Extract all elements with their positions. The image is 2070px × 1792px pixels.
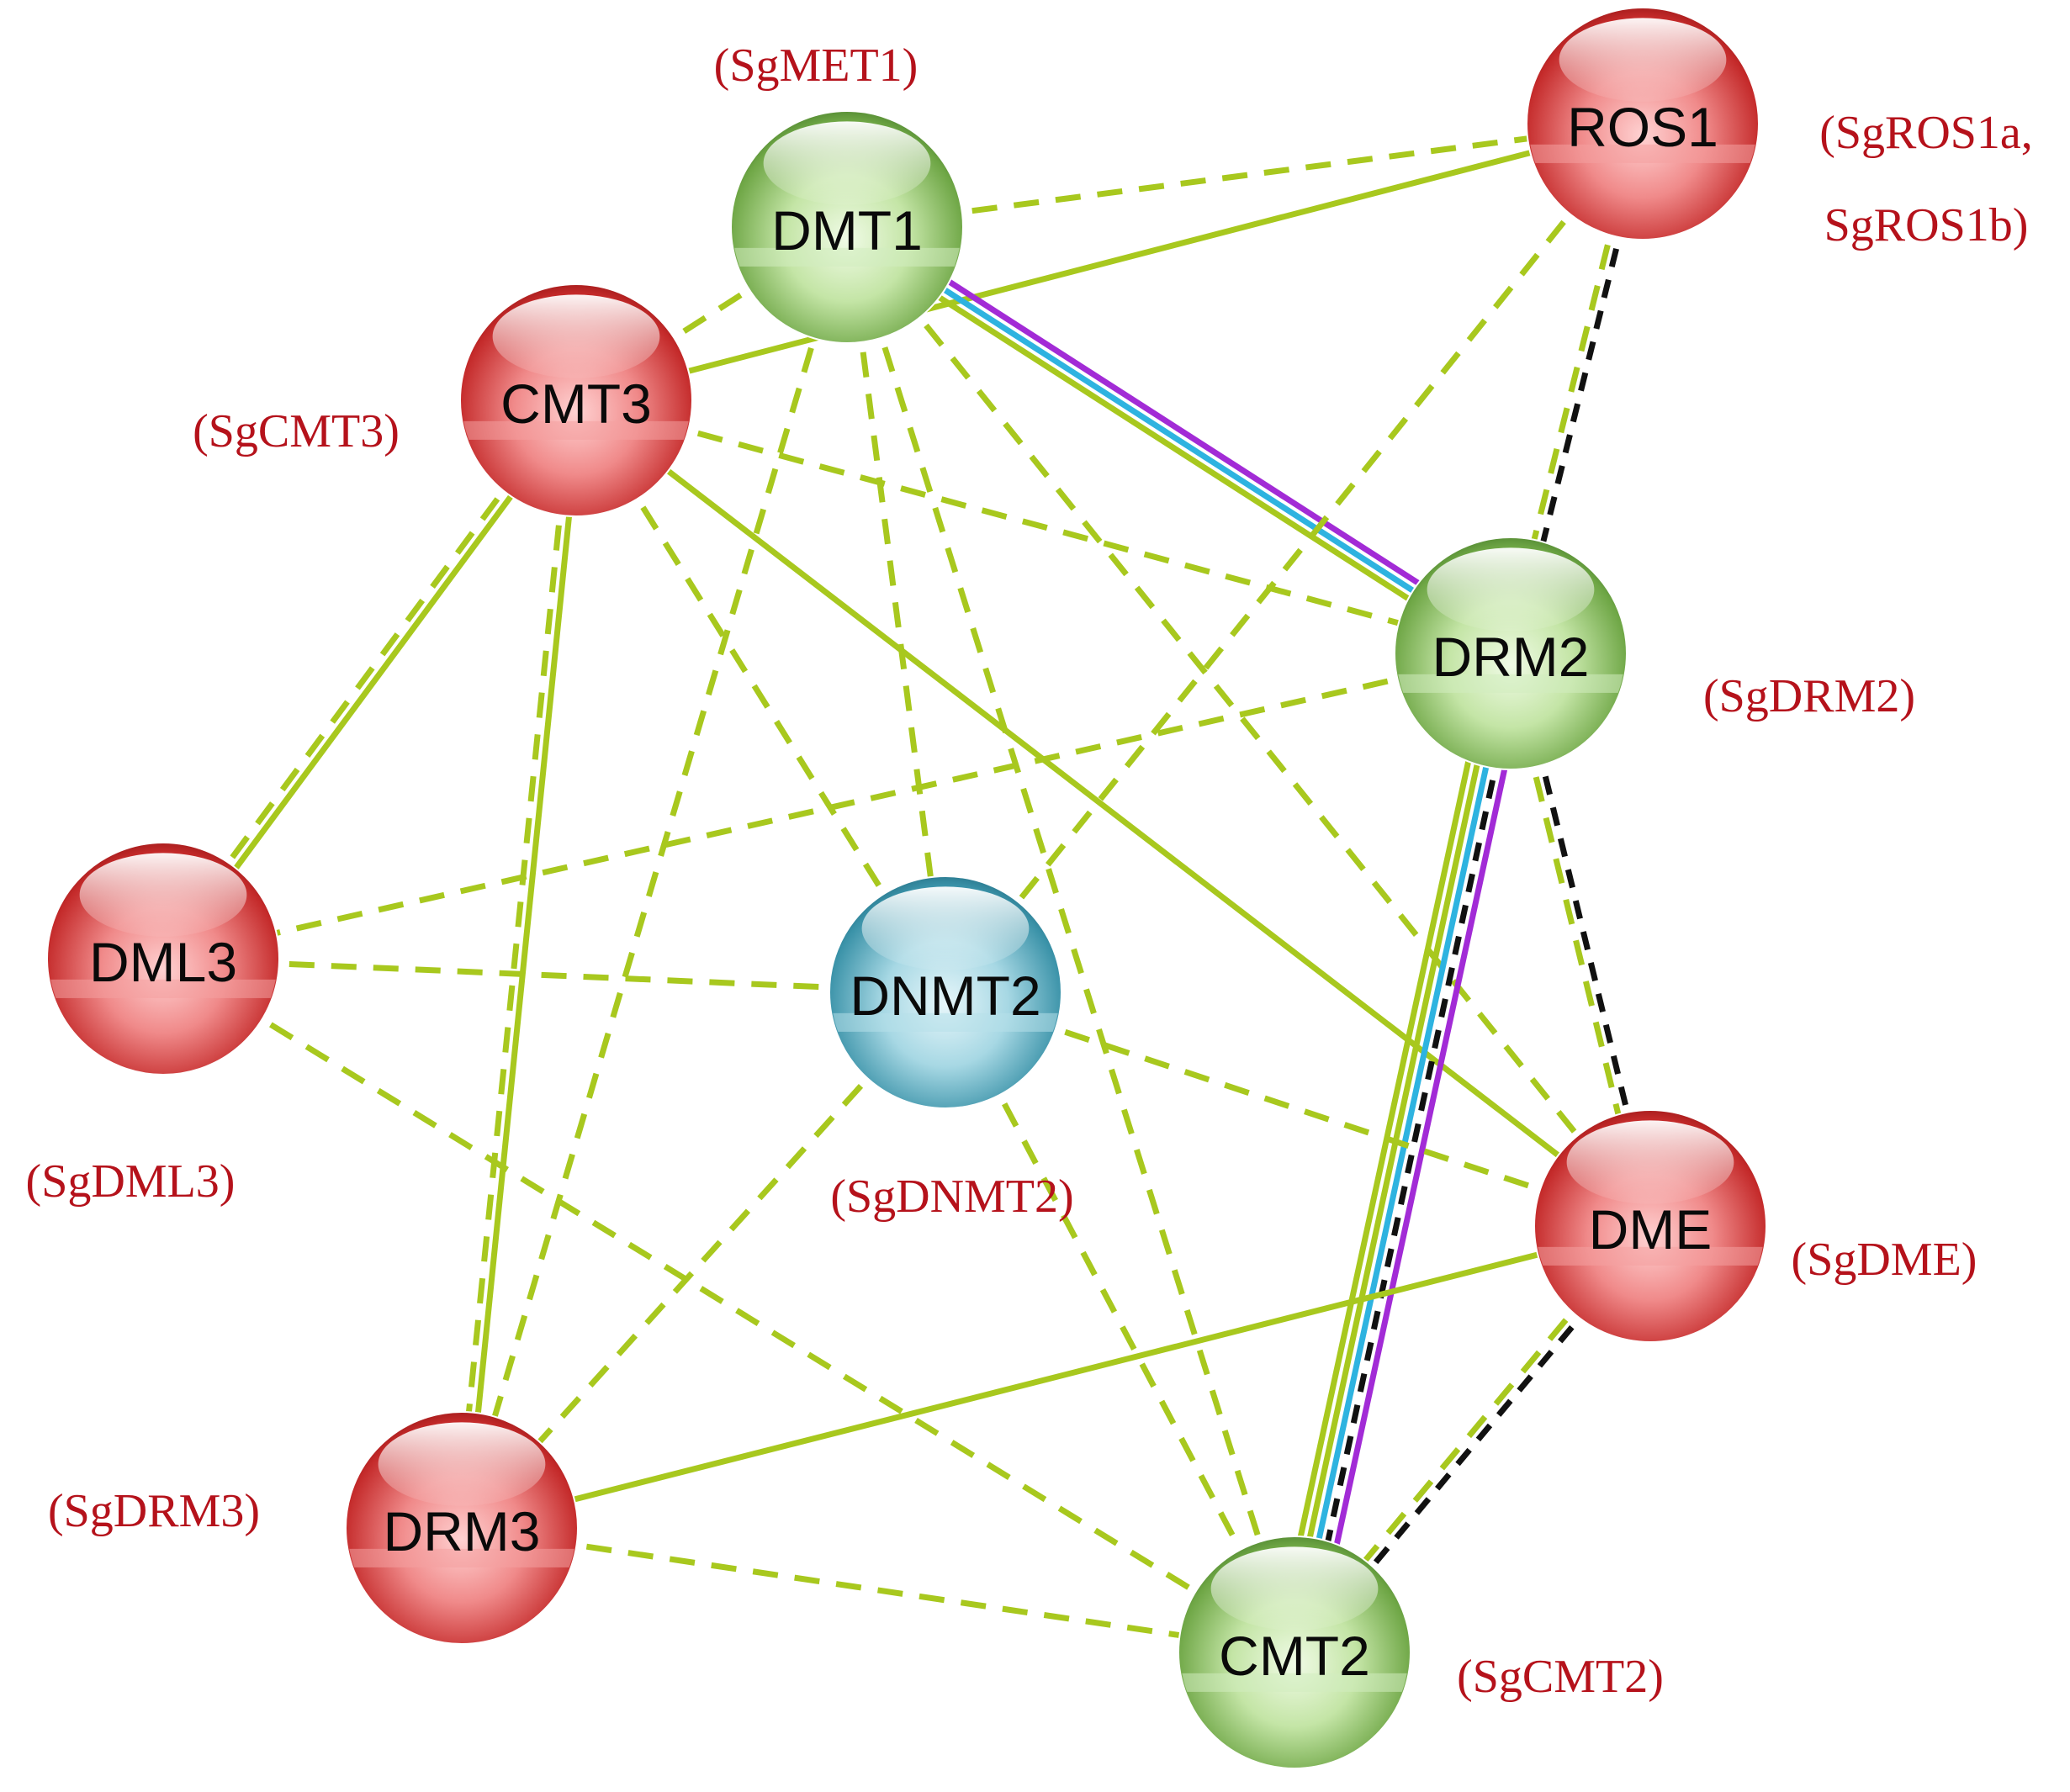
edge-line-green-solid [1273, 648, 1496, 1650]
node-label: DRM3 [383, 1500, 540, 1562]
node-band [831, 1012, 1060, 1032]
node-label: ROS1 [1567, 96, 1718, 158]
edge-dml3-cmt2 [161, 956, 1296, 1655]
node-ros1[interactable]: ROS1 [1526, 7, 1760, 241]
edge-line-green-dashed [943, 121, 1645, 995]
edge-line-green-solid [1282, 650, 1505, 1652]
edge-line-green-solid [461, 1223, 1651, 1531]
node-label: CMT3 [500, 373, 652, 435]
edge-cmt3-drm3 [454, 399, 584, 1529]
node-band [1180, 1673, 1409, 1692]
node-gloss [861, 886, 1030, 970]
node-cmt2[interactable]: CMT2 [1178, 1536, 1411, 1769]
node-label: DRM2 [1432, 626, 1589, 688]
alias-label-dml3: (SgDML3) [26, 1155, 236, 1208]
edge-line-green-solid [840, 232, 1507, 664]
node-gloss [1566, 1120, 1734, 1204]
alias-label-ros1-line2: SgROS1b) [1824, 199, 2029, 251]
node-band [1528, 144, 1757, 163]
edge-dnmt2-drm3 [459, 990, 948, 1530]
edge-drm3-cmt2 [461, 1525, 1295, 1656]
node-dme[interactable]: DME [1533, 1109, 1767, 1343]
node-label: CMT2 [1219, 1625, 1370, 1687]
edge-line-green-dashed [574, 399, 948, 994]
node-band [1396, 674, 1625, 693]
nodes-layer: DMT1 (SgMET1) ROS1 (SgROS1a, SgROS1b) CMT3 (Sg… [26, 7, 2033, 1769]
node-label: DML3 [89, 931, 237, 993]
edge-line-green-dashed [162, 955, 946, 996]
alias-label-ros1: (SgROS1a, [1819, 107, 2033, 159]
node-dnmt2[interactable]: DNMT2 [829, 875, 1062, 1109]
alias-label-dmt1: (SgMET1) [714, 40, 919, 92]
node-cmt3[interactable]: CMT3 [459, 283, 693, 517]
edge-line-green-dashed [844, 226, 949, 993]
edge-line-purple-solid [850, 216, 1517, 648]
node-band [462, 420, 691, 440]
edge-line-green-dashed [458, 226, 850, 1529]
alias-label-cmt2: (SgCMT2) [1457, 1651, 1664, 1703]
alias-label-drm3: (SgDRM3) [48, 1485, 260, 1537]
edge-cmt3-dnmt2 [574, 399, 948, 994]
edge-line-purple-solid [1310, 656, 1532, 1657]
node-label: DNMT2 [850, 965, 1040, 1027]
node-band [1536, 1246, 1765, 1266]
edge-ros1-dnmt2 [943, 121, 1645, 995]
edge-line-cyan-solid [1291, 653, 1514, 1653]
edge-line-green-dashed [161, 956, 1296, 1655]
alias-label-drm2: (SgDRM2) [1703, 670, 1915, 722]
edge-dmt1-drm3 [458, 226, 850, 1529]
node-gloss [1427, 547, 1595, 632]
node-gloss [378, 1422, 546, 1506]
edge-drm2-dml3 [162, 650, 1511, 962]
edge-line-green-dashed [156, 395, 575, 958]
edge-cmt3-dme [574, 398, 1653, 1229]
node-gloss [1559, 18, 1727, 102]
edge-line-green-solid [575, 120, 1644, 404]
edge-drm2-cmt2 [1273, 648, 1532, 1657]
edge-dme-drm3 [461, 1223, 1651, 1531]
alias-label-cmt3: (SgCMT3) [193, 405, 400, 457]
node-gloss [1210, 1546, 1379, 1631]
edge-line-green-dashed [461, 1525, 1295, 1656]
alias-label-dme: (SgDME) [1792, 1234, 1977, 1286]
edge-line-green-solid [574, 398, 1653, 1229]
edge-line-black-dashed [1300, 654, 1523, 1656]
edge-line-green-dashed [162, 650, 1511, 962]
node-dml3[interactable]: DML3 [46, 842, 280, 1076]
node-label: DMT1 [771, 199, 923, 262]
edge-cmt3-drm2 [575, 397, 1511, 657]
edge-line-green-dashed [846, 120, 1644, 230]
node-dmt1[interactable]: DMT1 [730, 110, 964, 344]
alias-label-dnmt2: (SgDNMT2) [830, 1171, 1073, 1223]
edge-dmt1-drm2 [840, 216, 1517, 664]
node-drm3[interactable]: DRM3 [345, 1411, 579, 1645]
edge-line-green-dashed [459, 990, 948, 1530]
edge-cmt3-ros1 [575, 120, 1644, 404]
node-gloss [492, 294, 660, 378]
node-gloss [763, 121, 931, 205]
node-band [733, 247, 961, 267]
node-label: DME [1589, 1198, 1713, 1261]
node-drm2[interactable]: DRM2 [1394, 537, 1628, 770]
edge-line-green-dashed [454, 399, 575, 1528]
edge-dmt1-ros1 [846, 120, 1644, 230]
node-band [347, 1548, 576, 1567]
edge-dmt1-dnmt2 [844, 226, 949, 993]
edge-line-green-dashed [844, 225, 1653, 1229]
edge-line-cyan-solid [845, 225, 1512, 656]
edge-line-green-dashed [575, 397, 1511, 657]
edge-line-green-solid [463, 400, 584, 1529]
node-gloss [79, 853, 247, 937]
edge-dml3-dnmt2 [162, 955, 946, 996]
node-band [49, 979, 278, 998]
edge-dmt1-dme [844, 225, 1653, 1229]
